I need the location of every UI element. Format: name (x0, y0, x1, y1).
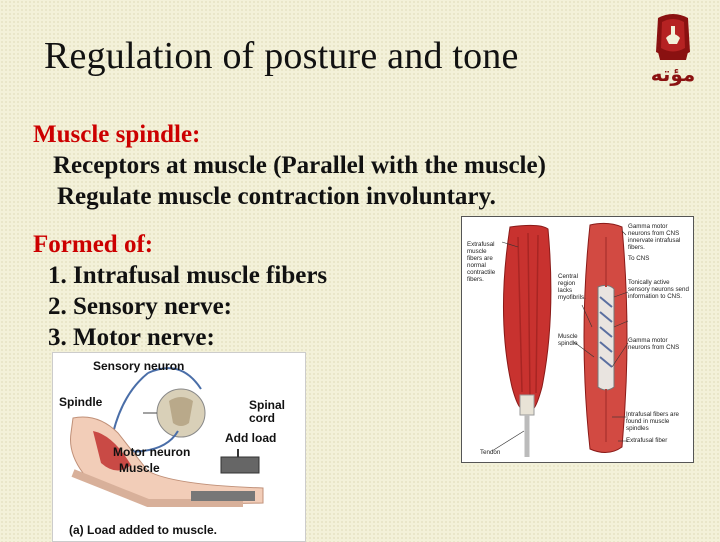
muscle-spindle-figure: Extrafusal muscle fibers are normal cont… (461, 216, 694, 463)
label-spindle: Spindle (59, 395, 103, 409)
label-spinal-cord: Spinal cord (249, 398, 286, 425)
figure-caption: (a) Load added to muscle. (69, 523, 218, 537)
label-motor-neuron: Motor neuron (113, 445, 191, 459)
label-extrafusal-fiber: Extrafusal fiber (626, 437, 668, 444)
label-tonically: Tonically active sensory neurons send in… (628, 279, 689, 300)
spindle-line-2: Regulate muscle contraction involuntary. (57, 183, 496, 210)
slide-title: Regulation of posture and tone (44, 35, 519, 77)
label-intrafusal: Intrafusal fibers are found in muscle sp… (626, 411, 679, 432)
formed-item-2: 2. Sensory nerve: (48, 293, 232, 320)
label-central-region: Central region lacks myofibrils. (558, 273, 586, 301)
spindle-heading: Muscle spindle: (33, 121, 201, 148)
label-sensory-neuron: Sensory neuron (93, 359, 185, 373)
label-muscle-spindle: Muscle spindle (558, 333, 578, 347)
label-to-cns: To CNS (628, 255, 650, 262)
formed-heading: Formed of: (33, 231, 154, 258)
spindle-line-1: Receptors at muscle (Parallel with the m… (53, 152, 546, 179)
label-gamma-to: Gamma motor neurons from CNS innervate i… (628, 223, 681, 251)
formed-item-3: 3. Motor nerve: (48, 324, 215, 351)
arm-reflex-figure: Sensory neuron Spindle Spinal cord Add l… (52, 352, 306, 542)
university-logo: مؤته (640, 8, 706, 88)
logo-wordmark: مؤته (651, 62, 696, 86)
label-extrafusal: Extrafusal muscle fibers are normal cont… (467, 241, 496, 283)
label-add-load: Add load (225, 431, 277, 445)
label-muscle: Muscle (119, 461, 160, 475)
label-gamma-from: Gamma motor neurons from CNS (628, 337, 680, 351)
formed-item-1: 1. Intrafusal muscle fibers (48, 262, 328, 289)
label-tendon: Tendon (480, 449, 501, 456)
